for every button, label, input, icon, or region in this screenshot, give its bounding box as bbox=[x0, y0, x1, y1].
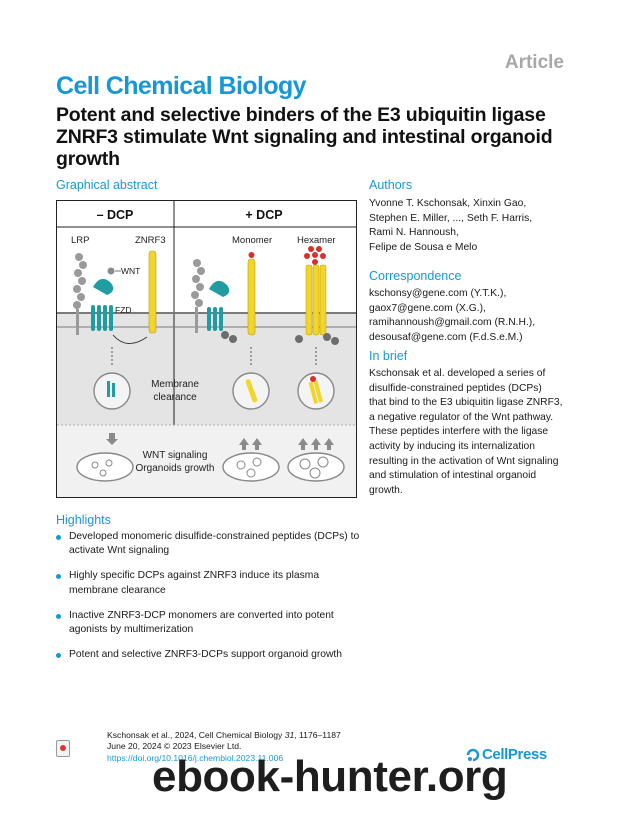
fzd-label: FZD bbox=[115, 305, 132, 315]
hexamer-label: Hexamer bbox=[297, 235, 336, 246]
in-brief-line: and stimulation of intestinal organoid bbox=[369, 470, 537, 482]
email-link[interactable]: kschonsy@gene.com (Y.T.K.), bbox=[369, 288, 507, 299]
highlight-item: Potent and selective ZNRF3-DCPs support … bbox=[56, 648, 366, 662]
organoid-dish-left bbox=[76, 452, 134, 482]
wnt-label: WNT bbox=[121, 266, 140, 276]
in-brief-line: activity by inducing its internalization bbox=[369, 440, 535, 452]
email-link[interactable]: desousaf@gene.com (F.d.S.e.M.) bbox=[369, 331, 523, 343]
in-brief-text: Kschonsak et al. developed a series of d… bbox=[369, 367, 575, 498]
znrf3-receptor bbox=[148, 250, 157, 334]
author-line[interactable]: Yvonne T. Kschonsak, Xinxin Gao, bbox=[369, 198, 527, 209]
monomer-label: Monomer bbox=[232, 235, 272, 246]
graphical-abstract-figure: – DCP + DCP LRP ZNRF3 Monomer Hexamer WN… bbox=[57, 201, 356, 497]
znrf3-label: ZNRF3 bbox=[135, 235, 166, 246]
lrp-label: LRP bbox=[71, 235, 89, 246]
article-type-label: Article bbox=[504, 52, 564, 73]
wnt-signaling-label: WNT signaling bbox=[143, 450, 208, 461]
organoid-dish-hexamer bbox=[287, 452, 345, 482]
authors-heading: Authors bbox=[369, 178, 413, 192]
plus-dcp-label: + DCP bbox=[245, 208, 282, 222]
organoids-growth-label: Organoids growth bbox=[136, 463, 215, 474]
organoid-dish-monomer bbox=[222, 452, 280, 482]
cellpress-logo-icon bbox=[466, 748, 480, 762]
highlights-heading: Highlights bbox=[56, 513, 111, 527]
graphical-abstract-heading: Graphical abstract bbox=[56, 178, 158, 192]
author-line[interactable]: Stephen E. Miller, ..., Seth F. Harris, bbox=[369, 212, 533, 224]
publisher-logo[interactable]: CellPress bbox=[482, 746, 547, 763]
membrane-clearance-label-1: Membrane bbox=[151, 379, 199, 390]
in-brief-line: These peptides interfere with the ligase bbox=[369, 426, 549, 438]
bullet-icon bbox=[56, 613, 61, 619]
minus-dcp-label: – DCP bbox=[97, 208, 134, 222]
email-link[interactable]: gaox7@gene.com (X.G.), bbox=[369, 302, 486, 314]
author-line[interactable]: Rami N. Hannoush, bbox=[369, 227, 459, 239]
in-brief-line: that bind to the E3 ubiquitin ligase ZNR… bbox=[369, 397, 563, 409]
bullet-icon bbox=[56, 653, 61, 659]
graphical-abstract: – DCP + DCP LRP ZNRF3 Monomer Hexamer WN… bbox=[56, 200, 357, 498]
highlight-item: Developed monomeric disulfide-constraine… bbox=[56, 530, 366, 558]
membrane-clearance-label-2: clearance bbox=[153, 392, 197, 403]
correspondence-list: kschonsy@gene.com (Y.T.K.), gaox7@gene.c… bbox=[369, 287, 575, 345]
in-brief-heading: In brief bbox=[369, 349, 408, 363]
check-for-updates-icon[interactable] bbox=[56, 740, 70, 757]
author-line[interactable]: Felipe de Sousa e Melo bbox=[369, 241, 478, 253]
watermark-text: ebook-hunter.org bbox=[152, 752, 508, 801]
in-brief-line: growth. bbox=[369, 484, 403, 496]
email-link[interactable]: ramihannoush@gmail.com (R.N.H.), bbox=[369, 317, 536, 329]
in-brief-line: disulfide-constrained peptides (DCPs) bbox=[369, 382, 542, 394]
doi-link[interactable]: https://doi.org/10.1016/j.chembiol.2023.… bbox=[107, 752, 284, 763]
fzd-receptor bbox=[91, 278, 114, 331]
citation-block: Kschonsak et al., 2024, Cell Chemical Bi… bbox=[107, 730, 341, 763]
in-brief-line: a negative regulator of the Wnt pathway. bbox=[369, 411, 554, 423]
hexamer-drawing bbox=[295, 246, 339, 345]
in-brief-line: resulting in the activation of Wnt signa… bbox=[369, 455, 559, 467]
bullet-icon bbox=[56, 535, 61, 540]
lrp-receptor bbox=[73, 253, 87, 335]
journal-name[interactable]: Cell Chemical Biology bbox=[56, 72, 307, 100]
monomer-drawing bbox=[191, 252, 256, 343]
correspondence-heading: Correspondence bbox=[369, 269, 462, 283]
highlight-item: Highly specific DCPs against ZNRF3 induc… bbox=[56, 569, 366, 597]
article-title: Potent and selective binders of the E3 u… bbox=[56, 104, 553, 170]
wnt-ligand bbox=[107, 267, 115, 275]
authors-list: Yvonne T. Kschonsak, Xinxin Gao, Stephen… bbox=[369, 197, 575, 255]
in-brief-line: Kschonsak et al. developed a series of bbox=[369, 368, 546, 379]
highlight-item: Inactive ZNRF3-DCP monomers are converte… bbox=[56, 609, 366, 637]
bullet-icon bbox=[56, 574, 61, 580]
highlights-list: Developed monomeric disulfide-constraine… bbox=[56, 530, 366, 673]
